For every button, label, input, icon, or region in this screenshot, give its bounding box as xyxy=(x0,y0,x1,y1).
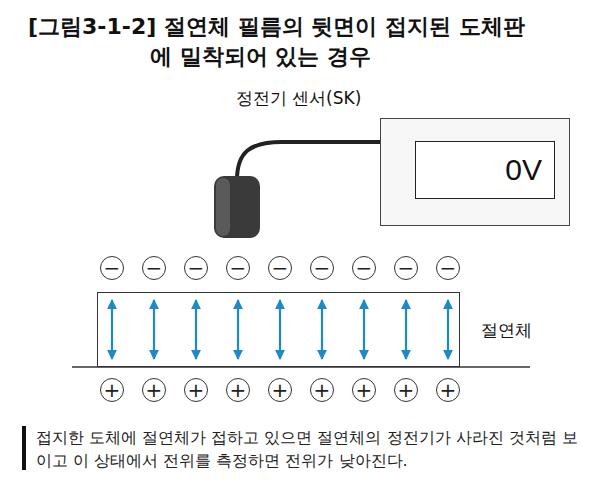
charge-circle: + xyxy=(436,378,460,402)
charge-sign: + xyxy=(230,380,247,400)
charge-sign: − xyxy=(188,258,205,278)
charge-circle: − xyxy=(184,256,208,280)
figure-title: [그림3-1-2] 절연체 필름의 뒷면이 접지된 도체판에 밀착되어 있는 경… xyxy=(28,12,530,72)
charge-circle: − xyxy=(352,256,376,280)
probe-highlight xyxy=(216,178,230,236)
sensor-cable xyxy=(237,142,382,180)
sensor-display: 0V xyxy=(415,141,555,199)
charge-sign: − xyxy=(104,258,121,278)
charge-sign: − xyxy=(356,258,373,278)
charge-sign: − xyxy=(398,258,415,278)
sensor-probe xyxy=(214,176,260,238)
charge-circle: − xyxy=(394,256,418,280)
insulator-label: 절연체 xyxy=(481,319,532,342)
charge-sign: − xyxy=(314,258,331,278)
charge-sign: − xyxy=(272,258,289,278)
field-arrows xyxy=(112,300,448,359)
charge-circle: + xyxy=(184,378,208,402)
figure-caption: 접지한 도체에 절연체가 접하고 있으면 절연체의 정전기가 사라진 것처럼 보… xyxy=(36,426,584,472)
charge-circle: + xyxy=(226,378,250,402)
display-value: 0V xyxy=(505,153,542,187)
caption-bar xyxy=(22,426,26,470)
charge-sign: + xyxy=(188,380,205,400)
charge-circle: − xyxy=(100,256,124,280)
insulator-film: 절연체 xyxy=(97,292,460,367)
charge-circle: + xyxy=(310,378,334,402)
charge-circle: − xyxy=(226,256,250,280)
charge-circle: + xyxy=(100,378,124,402)
charge-sign: + xyxy=(440,380,457,400)
charge-sign: + xyxy=(272,380,289,400)
charge-circle: + xyxy=(394,378,418,402)
charge-circle: − xyxy=(142,256,166,280)
charge-circle: − xyxy=(268,256,292,280)
charge-circle: − xyxy=(436,256,460,280)
charge-circle: − xyxy=(310,256,334,280)
charge-sign: + xyxy=(314,380,331,400)
charge-sign: − xyxy=(230,258,247,278)
charge-sign: + xyxy=(146,380,163,400)
sensor-body: 정전기 센서(SK)0V xyxy=(380,118,570,226)
charge-circle: + xyxy=(352,378,376,402)
charge-sign: − xyxy=(146,258,163,278)
charge-sign: − xyxy=(440,258,457,278)
charge-sign: + xyxy=(356,380,373,400)
charge-circle: + xyxy=(268,378,292,402)
charge-sign: + xyxy=(104,380,121,400)
sensor-label: 정전기 센서(SK) xyxy=(211,87,386,110)
charge-circle: + xyxy=(142,378,166,402)
charge-sign: + xyxy=(398,380,415,400)
